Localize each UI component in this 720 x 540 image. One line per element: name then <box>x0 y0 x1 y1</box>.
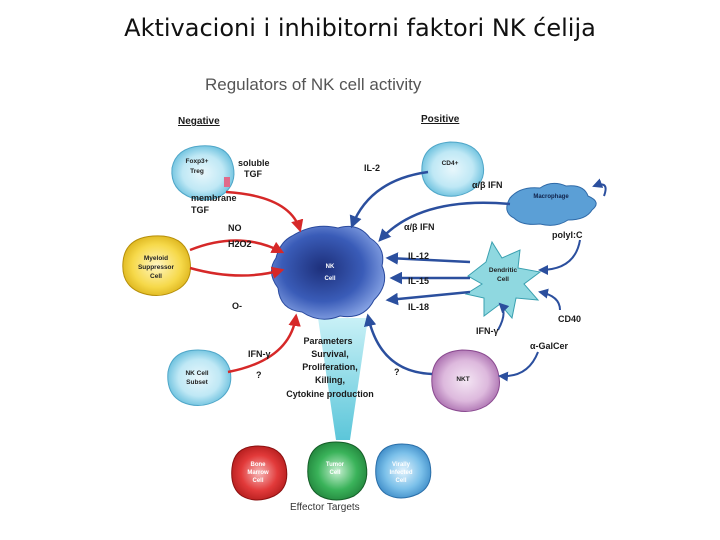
lbl-membrane: membrane <box>191 193 237 203</box>
lbl-no: NO <box>228 223 242 233</box>
treg-label-1: Foxp3+ <box>186 158 209 165</box>
arrow-polyic-to-macrophage <box>592 178 607 197</box>
dendritic-label-1: Dendritic <box>489 267 518 274</box>
lbl-il15: IL-15 <box>408 276 429 286</box>
lbl-ab-ifn-mid: α/β IFN <box>404 222 435 232</box>
tumor-label-2: Cell <box>329 470 340 476</box>
lbl-soluble: soluble <box>238 158 270 168</box>
virus-label-1: Virally <box>392 462 411 468</box>
nk-center-label-1: NK <box>326 264 335 270</box>
nk-subset-label-2: Subset <box>186 379 209 386</box>
lbl-o-minus: O- <box>232 301 242 311</box>
myeloid-label-3: Cell <box>150 273 162 280</box>
positive-header: Positive <box>421 114 460 125</box>
arrow-cd40-to-dc <box>538 288 561 311</box>
arrow-nkt-to-nk <box>363 313 433 376</box>
arrow-nkt-ifn-to-dc <box>497 302 510 331</box>
bone-marrow-cell: Bone Marrow Cell <box>231 445 288 501</box>
lbl-ifn-gamma-left: IFN-γ <box>248 349 271 359</box>
macrophage-cell: Macrophage <box>506 182 597 226</box>
lbl-il18: IL-18 <box>408 302 429 312</box>
nk-cell-center: NK Cell <box>271 225 386 320</box>
treg-cell: Foxp3+ Treg <box>171 145 235 201</box>
parameters-funnel <box>318 318 368 440</box>
arrow-dc-il12 <box>385 252 471 265</box>
figure-title: Regulators of NK cell activity <box>205 75 422 94</box>
myeloid-suppressor-cell: Myeloid Suppressor Cell <box>122 235 191 296</box>
params-line-2: Survival, <box>311 349 349 359</box>
bone-label-1: Bone <box>251 462 267 468</box>
effector-caption: Effector Targets <box>290 502 360 513</box>
lbl-ifn-gamma-right: IFN-γ <box>476 326 499 336</box>
arrow-myeloid-no-to-nk <box>189 239 285 254</box>
bone-label-3: Cell <box>252 478 263 484</box>
arrow-cd4-to-nk <box>349 170 429 229</box>
lbl-soluble-tgf: TGF <box>244 169 262 179</box>
lbl-ab-ifn-top: α/β IFN <box>472 180 503 190</box>
macrophage-label: Macrophage <box>533 194 569 200</box>
params-line-5: Cytokine production <box>286 389 374 399</box>
myeloid-label-1: Myeloid <box>144 255 168 262</box>
params-line-1: Parameters <box>303 336 352 346</box>
params-line-3: Proliferation, <box>302 362 358 372</box>
arrow-myeloid-o-to-nk <box>189 266 285 279</box>
lbl-galcer: α-GalCer <box>530 341 569 351</box>
dendritic-label-2: Cell <box>497 276 509 283</box>
tumor-label-1: Tumor <box>326 462 345 468</box>
lbl-membrane-tgf: TGF <box>191 205 209 215</box>
lbl-cd40: CD40 <box>558 314 581 324</box>
nk-subset-cell: NK Cell Subset <box>167 349 232 406</box>
nkt-cell: NKT <box>431 349 500 412</box>
arrow-galcer-to-nkt <box>498 351 539 382</box>
negative-header: Negative <box>178 116 220 127</box>
lbl-q-left: ? <box>256 370 262 380</box>
nk-center-label-2: Cell <box>324 276 335 282</box>
treg-label-2: Treg <box>190 168 204 175</box>
bone-label-2: Marrow <box>247 470 269 476</box>
arrow-dc-il18 <box>385 290 471 306</box>
cd4-label: CD4+ <box>442 160 459 167</box>
arrow-nk-subset-to-nk <box>227 313 301 374</box>
cd4-cell: CD4+ <box>421 141 485 197</box>
virus-label-3: Cell <box>395 478 406 484</box>
lbl-il2: IL-2 <box>364 163 380 173</box>
lbl-polyic: polyI:C <box>552 230 583 240</box>
myeloid-label-2: Suppressor <box>138 264 175 271</box>
treg-membrane-tgf-marker <box>224 177 230 187</box>
nkt-label: NKT <box>456 376 469 383</box>
virus-infected-cell: Virally Infected Cell <box>375 443 432 499</box>
arrow-macrophage-to-nk <box>378 201 511 242</box>
params-line-4: Killing, <box>315 375 345 385</box>
lbl-q-right: ? <box>394 367 400 377</box>
tumor-cell: Tumor Cell <box>307 441 368 501</box>
dendritic-cell: Dendritic Cell <box>464 240 542 320</box>
arrow-treg-to-nk <box>225 190 304 233</box>
nk-subset-label-1: NK Cell <box>185 370 208 377</box>
lbl-h2o2: H2O2 <box>228 239 252 249</box>
virus-label-2: Infected <box>389 470 412 476</box>
slide-title: Aktivacioni i inhibitorni faktori NK ćel… <box>124 14 596 42</box>
lbl-il12: IL-12 <box>408 251 429 261</box>
arrow-polyic-to-dc <box>538 239 581 275</box>
